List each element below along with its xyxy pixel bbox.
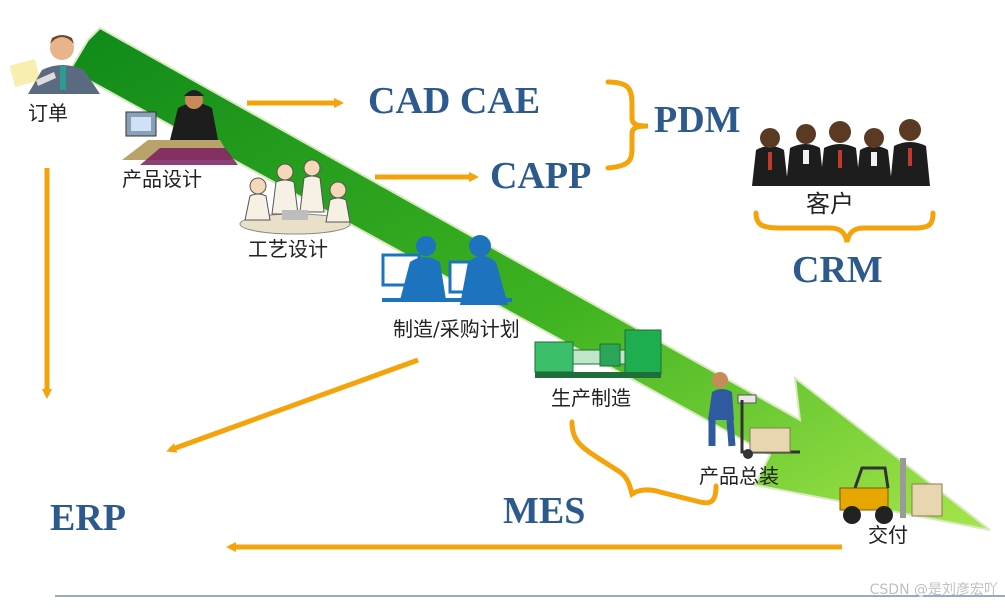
businessman-icon: [9, 35, 100, 94]
pdm-brace: [605, 79, 649, 171]
arrow-plan-to-erp: [166, 357, 419, 453]
mes-brace: [569, 419, 719, 506]
stage-delivery-label: 交付: [868, 523, 908, 547]
system-erp-label: ERP: [50, 497, 126, 539]
system-crm-label: CRM: [792, 249, 883, 291]
worker-hand-truck-icon: [708, 372, 800, 459]
designer-at-desk-icon: [122, 90, 238, 165]
stage-order-label: 订单: [28, 101, 68, 125]
handshake-icon: [381, 235, 512, 305]
stage-production-label: 生产制造: [551, 386, 631, 410]
system-mes-label: MES: [503, 490, 585, 532]
system-pdm-label: PDM: [654, 99, 741, 141]
system-cad-cae-label: CAD CAE: [368, 80, 540, 122]
watermark-text: CSDN @是刘彦宏吖: [870, 582, 998, 598]
team-meeting-icon: [239, 159, 351, 235]
forklift-icon: [839, 458, 943, 524]
crm-brace: [753, 210, 936, 243]
machine-icon: [534, 329, 662, 378]
stage-customer-label: 客户: [806, 190, 854, 218]
customers-group-icon: [752, 119, 930, 186]
stage-product-design-label: 产品设计: [122, 167, 202, 191]
stage-mfg-plan-label: 制造/采购计划: [393, 317, 520, 341]
stage-process-design-label: 工艺设计: [248, 237, 328, 261]
system-capp-label: CAPP: [490, 155, 591, 197]
stage-assembly-label: 产品总装: [699, 464, 779, 488]
